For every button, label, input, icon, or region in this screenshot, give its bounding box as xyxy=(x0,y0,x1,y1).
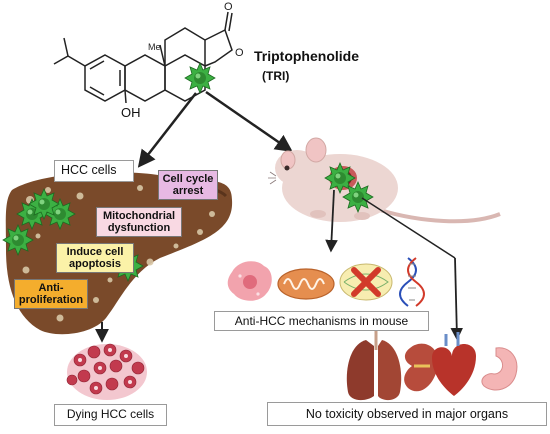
dying-cells-label: Dying HCC cells xyxy=(54,404,167,426)
kidney-icon xyxy=(404,343,439,392)
arrow-to-organs xyxy=(450,257,464,341)
effect-induce-apoptosis: Induce cell apoptosis xyxy=(56,243,134,273)
toxicity-label: No toxicity observed in major organs xyxy=(267,402,547,426)
chemical-structure xyxy=(53,11,233,104)
mitochondrion-icon xyxy=(277,268,335,300)
methyl-label: Me xyxy=(148,42,161,52)
arrow-to-liver xyxy=(137,92,197,168)
tumor-cell-icon xyxy=(227,261,272,301)
arrow-to-organs-segment xyxy=(361,197,456,259)
hcc-cells-label: HCC cells xyxy=(54,160,134,182)
arrow-to-mouse xyxy=(205,90,293,152)
effect-mitochondrial-dysfunction: Mitochondrial dysfunction xyxy=(96,207,182,237)
mouse-illustration xyxy=(268,137,501,224)
lung-icon xyxy=(346,330,402,401)
arrow-to-mechanisms xyxy=(325,189,338,253)
hydroxyl-label: OH xyxy=(121,105,141,120)
ring-oxygen-label: O xyxy=(235,47,244,59)
dna-helix-icon xyxy=(399,257,425,307)
stomach-icon xyxy=(481,347,518,391)
mitotic-spindle-cross-icon xyxy=(339,263,393,301)
effect-cell-cycle-arrest: Cell cycle arrest xyxy=(158,170,218,200)
compound-abbreviation: (TRI) xyxy=(262,69,290,83)
dying-cell-cluster-icon xyxy=(66,343,147,400)
compound-name: Triptophenolide xyxy=(254,48,359,64)
heart-icon xyxy=(432,332,476,396)
drug-particle-icon xyxy=(184,62,216,94)
mechanisms-label: Anti-HCC mechanisms in mouse xyxy=(214,311,429,331)
effect-anti-proliferation: Anti-proliferation xyxy=(14,279,88,309)
carbonyl-oxygen-label: O xyxy=(224,1,233,13)
